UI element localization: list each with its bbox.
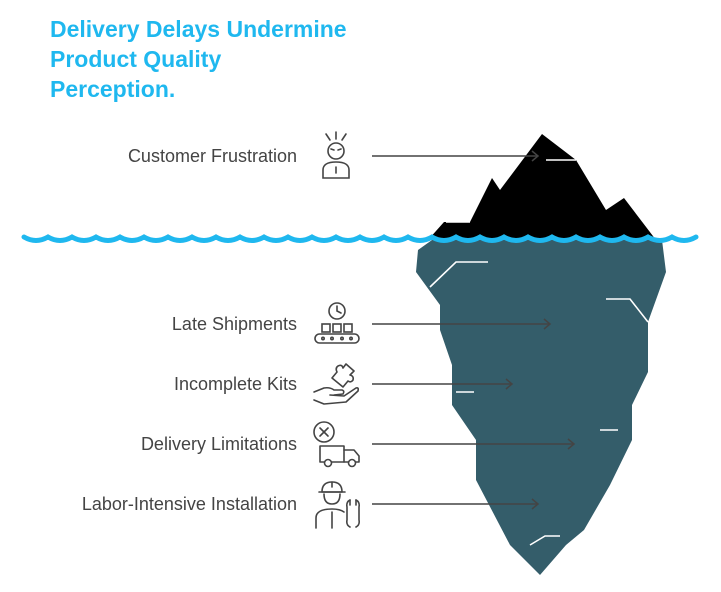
clock-conveyor-icon bbox=[314, 302, 360, 344]
frustrated-person-icon bbox=[322, 131, 350, 179]
title-line-3: Perception. bbox=[50, 76, 176, 102]
iceberg-tip-facets bbox=[446, 159, 576, 223]
iceberg-tip bbox=[428, 134, 656, 240]
title-line-2: Product Quality bbox=[50, 46, 222, 72]
label-incomplete-kits: Incomplete Kits bbox=[173, 374, 297, 394]
iceberg-underwater bbox=[416, 240, 666, 575]
iceberg-facets bbox=[429, 261, 649, 546]
title-line-1: Delivery Delays Undermine bbox=[50, 16, 347, 42]
truck-cancel-icon bbox=[313, 421, 360, 468]
diagram-title: Delivery Delays Undermine Product Qualit… bbox=[50, 14, 390, 104]
label-customer-frustration: Customer Frustration bbox=[127, 146, 297, 166]
worker-wrench-icon bbox=[315, 481, 360, 529]
label-labor-intensive-installation: Labor-Intensive Installation bbox=[81, 494, 297, 514]
water-line bbox=[21, 234, 699, 243]
label-late-shipments: Late Shipments bbox=[171, 314, 297, 334]
label-delivery-limitations: Delivery Limitations bbox=[140, 434, 297, 454]
puzzle-hand-icon bbox=[313, 363, 360, 405]
connector-arrows bbox=[372, 150, 576, 510]
